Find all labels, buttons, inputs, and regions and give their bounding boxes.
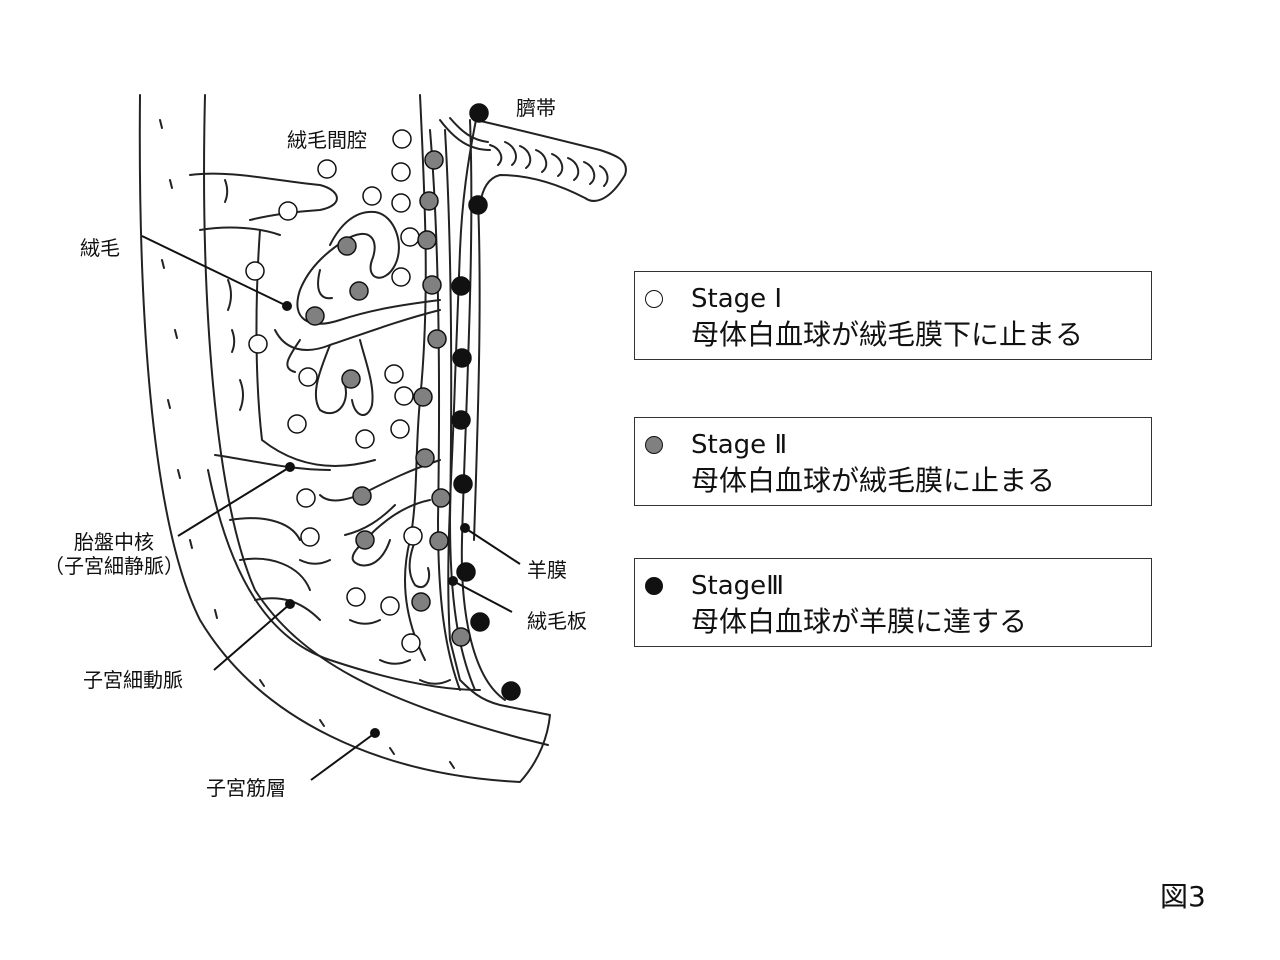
myometrium-leader-line [310, 732, 376, 781]
leukocyte-stage-2 [431, 488, 451, 508]
gray-dot-icon [645, 436, 663, 454]
leukocyte-stage-2 [419, 191, 439, 211]
legend-stage-2: Stage Ⅱ 母体白血球が絨毛膜に止まる [634, 417, 1152, 506]
leukocyte-stage-2 [415, 448, 435, 468]
placental-core-leader-line [177, 466, 291, 537]
stage-1-leukocytes [245, 129, 423, 653]
legend-description: 母体白血球が絨毛膜に止まる [691, 464, 1056, 497]
leukocyte-stage-2 [352, 486, 372, 506]
label-intervillous-space: 絨毛間腔 [287, 128, 367, 152]
chorionic-plate-leader-line [452, 580, 513, 613]
leukocyte-stage-3 [456, 562, 476, 582]
legend-stage-3: StageⅢ 母体白血球が羊膜に達する [634, 558, 1152, 647]
leukocyte-stage-1 [391, 193, 411, 213]
umbilical-cord [475, 119, 627, 206]
leukocyte-stage-2 [429, 531, 449, 551]
leukocyte-stage-3 [468, 195, 488, 215]
black-dot-icon [645, 577, 663, 595]
leukocyte-stage-1 [362, 186, 382, 206]
leukocyte-stage-1 [391, 162, 411, 182]
chorionic-plate [429, 129, 461, 691]
white-dot-icon [645, 290, 663, 308]
label-placental-core: 胎盤中核 （子宮細静脈） [34, 530, 194, 578]
intervillous-boundary [404, 94, 427, 661]
amnion-leader-line [464, 527, 521, 565]
villous-tree-lower [319, 459, 441, 502]
leukocyte-stage-2 [424, 150, 444, 170]
leukocyte-stage-2 [413, 387, 433, 407]
label-myometrium: 子宮筋層 [206, 776, 286, 800]
leukocyte-stage-1 [394, 386, 414, 406]
leukocyte-stage-2 [427, 329, 447, 349]
leukocyte-stage-1 [390, 419, 410, 439]
leukocyte-stage-1 [346, 587, 366, 607]
stage-2-leukocytes [305, 150, 471, 647]
leukocyte-stage-1 [296, 488, 316, 508]
leukocyte-stage-2 [422, 275, 442, 295]
leukocyte-stage-1 [245, 261, 265, 281]
leukocyte-stage-2 [417, 230, 437, 250]
label-placental-core-line1: 胎盤中核 [74, 530, 154, 554]
figure-number: 図3 [1160, 880, 1206, 913]
leukocyte-stage-1 [287, 414, 307, 434]
leukocyte-stage-1 [248, 334, 268, 354]
label-placental-core-line2: （子宮細静脈） [44, 554, 184, 578]
leukocyte-stage-1 [391, 267, 411, 287]
uterine-arteriole-leader-line [213, 603, 291, 671]
leukocyte-stage-2 [411, 592, 431, 612]
leukocyte-stage-2 [337, 236, 357, 256]
legend-description: 母体白血球が絨毛膜下に止まる [691, 318, 1084, 351]
label-amnion: 羊膜 [527, 558, 567, 582]
decidua-line [207, 469, 481, 691]
leukocyte-stage-1 [400, 227, 420, 247]
amnion-line [460, 119, 506, 701]
leukocyte-stage-3 [470, 612, 490, 632]
leukocyte-stage-1 [392, 129, 412, 149]
label-uterine-arteriole: 子宮細動脈 [83, 668, 183, 692]
leukocyte-stage-1 [317, 159, 337, 179]
leukocyte-stage-1 [355, 429, 375, 449]
leukocyte-stage-1 [401, 633, 421, 653]
legend-description: 母体白血球が羊膜に達する [691, 605, 1028, 638]
leukocyte-stage-1 [278, 201, 298, 221]
legend-stage-label: Stage Ⅱ [691, 430, 788, 460]
leukocyte-stage-3 [501, 681, 521, 701]
myometrium-inner-line [203, 94, 549, 746]
leukocyte-stage-2 [349, 281, 369, 301]
leukocyte-stage-1 [298, 367, 318, 387]
label-villus: 絨毛 [80, 236, 120, 260]
uterine-wall-outline [138, 94, 551, 783]
villus-leader-dot [282, 301, 292, 311]
label-umbilical-cord: 臍帯 [516, 96, 556, 120]
leukocyte-stage-3 [452, 348, 472, 368]
legend-stage-1: Stage Ⅰ 母体白血球が絨毛膜下に止まる [634, 271, 1152, 360]
legend-stage-label: StageⅢ [691, 571, 785, 601]
label-chorionic-plate: 絨毛板 [527, 609, 587, 633]
stage-3-leukocytes [451, 103, 521, 701]
leukocyte-stage-2 [355, 530, 375, 550]
villus-leader-line [141, 235, 288, 307]
leukocyte-stage-1 [300, 527, 320, 547]
leukocyte-stage-3 [451, 276, 471, 296]
villous-tree-upper [296, 210, 441, 325]
legend-stage-label: Stage Ⅰ [691, 284, 783, 314]
leukocyte-stage-2 [341, 369, 361, 389]
leukocyte-stage-2 [451, 627, 471, 647]
leukocyte-stage-3 [469, 103, 489, 123]
leukocyte-stage-1 [384, 364, 404, 384]
leukocyte-stage-2 [305, 306, 325, 326]
leukocyte-stage-1 [380, 596, 400, 616]
leukocyte-stage-1 [403, 526, 423, 546]
leukocyte-stage-3 [451, 410, 471, 430]
leukocyte-stage-3 [453, 474, 473, 494]
